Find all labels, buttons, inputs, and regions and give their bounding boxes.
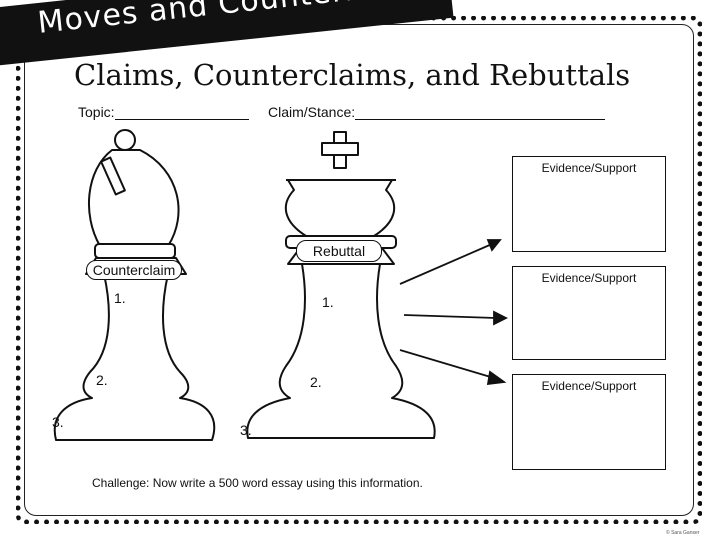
- page-title: Claims, Counterclaims, and Rebuttals: [74, 58, 631, 92]
- claim-blank[interactable]: [355, 105, 606, 120]
- counterclaim-badge: Counterclaim: [86, 260, 182, 280]
- topic-field: Topic:: [78, 104, 249, 120]
- evidence-box-label: Evidence/Support: [541, 161, 637, 175]
- king-piece: [246, 131, 436, 439]
- rebuttal-item-3: 3.: [240, 422, 252, 438]
- counterclaim-item-3: 3.: [52, 414, 64, 430]
- rebuttal-item-1: 1.: [322, 294, 334, 310]
- evidence-box-label: Evidence/Support: [541, 271, 637, 285]
- evidence-box-2[interactable]: Evidence/Support: [512, 266, 666, 360]
- evidence-box-label: Evidence/Support: [541, 379, 637, 393]
- rebuttal-badge: Rebuttal: [296, 240, 382, 262]
- claim-label: Claim/Stance:: [268, 104, 356, 120]
- claim-field: Claim/Stance:: [268, 104, 606, 120]
- counterclaim-item-1: 1.: [114, 290, 126, 306]
- topic-blank[interactable]: [114, 105, 249, 120]
- rebuttal-item-2: 2.: [310, 374, 322, 390]
- evidence-box-1[interactable]: Evidence/Support: [512, 156, 666, 252]
- evidence-box-3[interactable]: Evidence/Support: [512, 374, 666, 470]
- bishop-piece: [53, 129, 216, 441]
- arrows: [399, 239, 509, 386]
- counterclaim-item-2: 2.: [96, 372, 108, 388]
- copyright: © Sara Ganser: [666, 530, 700, 536]
- challenge-text: Challenge: Now write a 500 word essay us…: [92, 476, 423, 490]
- topic-label: Topic:: [78, 104, 115, 120]
